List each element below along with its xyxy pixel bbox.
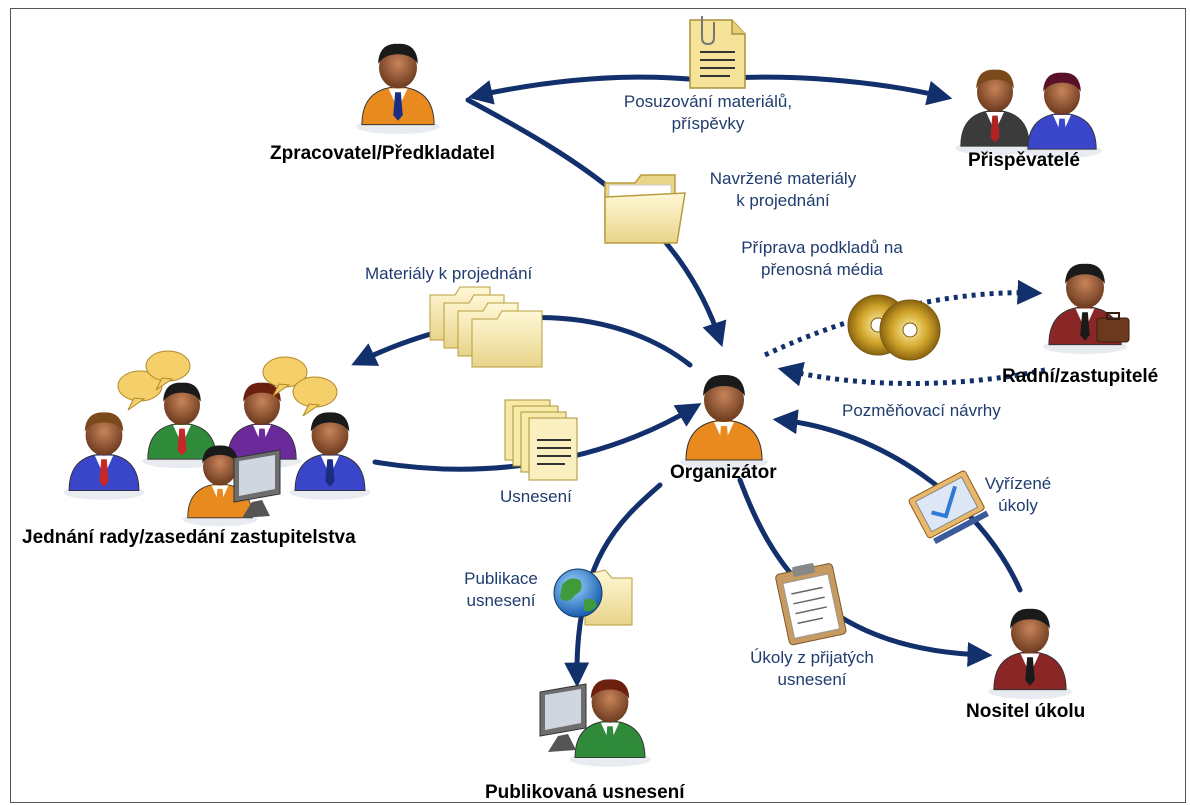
label-navrzene-line1: Navržené materiály (709, 169, 857, 188)
label-publikace-line1: Publikace (464, 569, 538, 588)
briefcase-icon (1096, 312, 1130, 343)
label-ukoly-line2: usnesení (777, 670, 847, 689)
globe-icon (553, 568, 633, 626)
speech-bubble-icon (292, 376, 338, 417)
label-publikace: Publikace usnesení (446, 568, 556, 612)
clipboard-icon (775, 563, 847, 646)
person-meeting-4-icon (289, 412, 371, 500)
label-posuzovani-line1: Posuzování materiálů, (623, 92, 793, 111)
label-pozmenovaci: Pozměňovací návrhy (842, 401, 1001, 420)
label-ukoly-line1: Úkoly z přijatých (750, 648, 874, 667)
label-navrzene-line2: k projednání (736, 191, 830, 210)
role-publikovana: Publikovaná usnesení (485, 782, 685, 803)
speech-bubble-icon (145, 350, 191, 391)
role-organizator: Organizátor (670, 462, 777, 483)
person-prispevatel-2-icon (1022, 72, 1102, 159)
person-publikovana-icon (569, 679, 651, 767)
speech-bubble-icon (117, 370, 163, 411)
arrow-materialy (351, 315, 693, 368)
label-posuzovani-line2: příspěvky (671, 114, 745, 133)
label-vyrizene-line2: úkoly (998, 496, 1038, 515)
person-organizator-icon (680, 374, 768, 470)
label-priprava-line2: přenosná média (761, 260, 883, 279)
arrow-vyrizene (772, 409, 1023, 593)
label-usneseni: Usnesení (500, 487, 572, 506)
label-ukoly: Úkoly z přijatých usnesení (722, 647, 902, 691)
person-radni-icon (1043, 263, 1127, 355)
person-meeting-1-icon (63, 412, 145, 500)
document-icon (689, 16, 746, 89)
dotted-arrows (763, 279, 1046, 387)
person-prispevatel-1-icon (955, 69, 1035, 156)
label-materialy: Materiály k projednání (365, 264, 533, 283)
folders-stack-icon (429, 286, 543, 368)
checked-tasks-icon (908, 470, 989, 545)
label-vyrizene-line1: Vyřízené (984, 474, 1052, 493)
label-priprava-line1: Příprava podkladů na (741, 238, 903, 257)
role-radni: Radní/zastupitelé (1002, 366, 1159, 387)
arrow-posuzovani-left (467, 74, 703, 105)
label-publikace-line2: usnesení (466, 591, 536, 610)
monitor-publikovana-icon (539, 683, 587, 752)
label-priprava: Příprava podkladů na přenosná média (722, 237, 922, 281)
speech-bubble-icon (262, 356, 308, 397)
role-prispevatele: Přispěvatelé (968, 150, 1080, 171)
monitor-meeting-icon (233, 449, 281, 518)
label-navrzene: Navržené materiály k projednání (688, 168, 878, 212)
role-nositel: Nositel úkolu (966, 701, 1086, 722)
label-vyrizene: Vyřízené úkoly (968, 473, 1068, 517)
documents-stack-icon (504, 399, 578, 481)
role-jednani: Jednání rady/zasedání zastupitelstva (22, 527, 356, 548)
arrow-priprava (763, 279, 1043, 358)
label-posuzovani: Posuzování materiálů, příspěvky (608, 91, 808, 135)
person-meeting-2-icon (142, 382, 222, 469)
person-zpracovatel-icon (356, 43, 440, 135)
person-nositel-icon (988, 608, 1072, 700)
role-zpracovatel: Zpracovatel/Předkladatel (270, 143, 495, 164)
folder-icon (604, 174, 686, 244)
arrow-publikace (564, 482, 663, 688)
discs-icon (847, 294, 941, 361)
